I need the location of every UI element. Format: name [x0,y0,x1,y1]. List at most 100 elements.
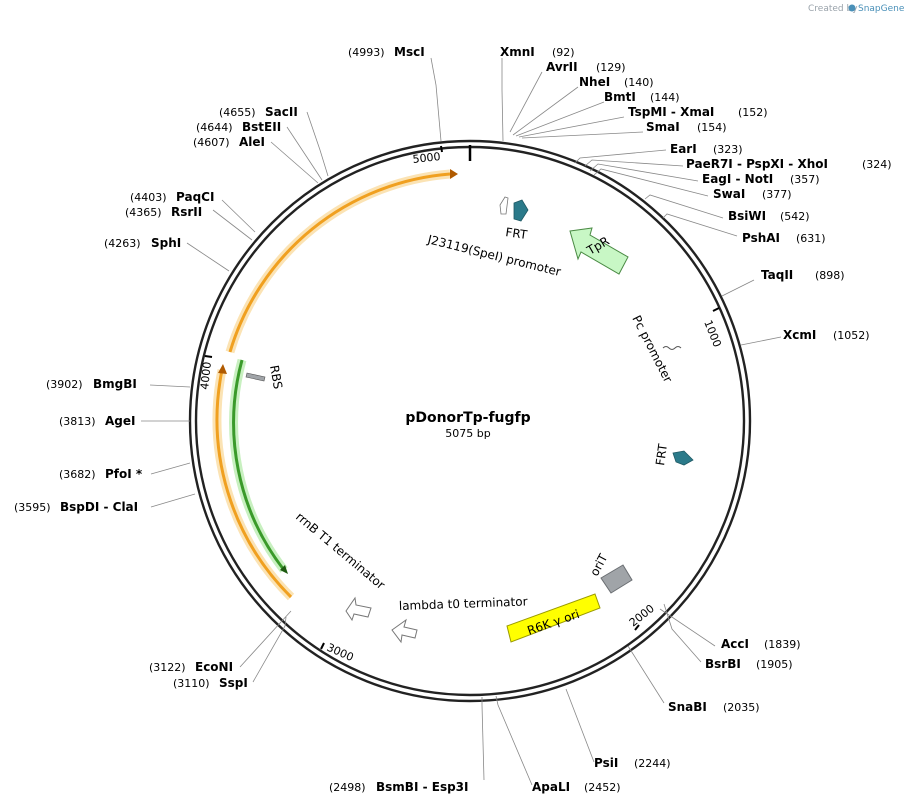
site-name-xmni: XmnI [500,45,535,59]
feature-label-frt-top: FRT [505,225,529,242]
site-name-smai: SmaI [646,120,680,134]
site-name-econi: EcoNI [195,660,233,674]
site-name-xcmi: XcmI [783,328,816,342]
site-pos-msci: (4993) [348,46,385,59]
green-arc-arrowhead [280,565,288,574]
site-pos-xmni: (92) [552,46,575,59]
plasmid-name: pDonorTp-fugfp [405,410,530,426]
feature-label-lambda: lambda t0 terminator [399,595,528,613]
site-pos-econi: (3122) [149,661,186,674]
lambda-terminator-arrow [391,618,418,644]
pc-promoter-arrow [662,346,682,350]
site-pos-bsteii: (4644) [196,121,233,134]
site-name-psii: PsiI [594,756,618,770]
site-name-msci: MscI [394,45,425,59]
orange-arc-left-arrowhead [218,364,227,374]
site-pos-taqii: (898) [815,269,845,282]
green-arc [232,359,286,571]
rbs-box [245,372,266,382]
site-pos-agei: (3813) [59,415,96,428]
site-name-taqii: TaqII [761,268,793,282]
orit-box [600,564,633,594]
site-name-bmgbi: BmgBI [93,377,137,391]
site-name-eari: EarI [670,142,697,156]
site-name-bsmbi: BsmBI - Esp3I [376,780,468,794]
site-pos-avrii: (129) [596,61,626,74]
site-name-acci: AccI [721,637,749,651]
rrnb-terminator-arrow [345,596,372,622]
site-name-paqci: PaqCI [176,190,214,204]
tick-mark-5000 [440,145,443,153]
credit-brand: SnapGene [858,4,905,14]
tick-marks [204,145,720,650]
site-name-snabi: SnaBI [668,700,707,714]
site-pos-sspi: (3110) [173,677,210,690]
site-pos-paer7i: (324) [862,158,892,171]
site-pos-pfoi: (3682) [59,468,96,481]
site-pos-pshai: (631) [796,232,826,245]
site-name-bspdi-clai: BspDI - ClaI [60,500,138,514]
feature-label-frt-right: FRT [653,442,670,466]
orange-arc-top-arrowhead [450,169,458,179]
j23119-promoter-arrow [499,196,509,215]
site-name-avrii: AvrII [546,60,578,74]
tick-label-5000: 5000 [412,150,441,166]
orange-arc-left [215,369,293,599]
site-name-alei: AleI [239,135,265,149]
feature-label-pc-promoter: Pc promoter [629,313,675,385]
site-pos-bmti: (144) [650,91,680,104]
site-name-apali: ApaLI [532,780,570,794]
site-pos-rsrii: (4365) [125,206,162,219]
site-pos-eagi-noti: (357) [790,173,820,186]
credit-prefix: Created by [808,4,858,14]
tick-label-4000: 4000 [198,361,214,390]
site-pos-bsmbi: (2498) [329,781,366,794]
site-pos-bspdi-clai: (3595) [14,501,51,514]
site-name-pfoi: PfoI * [105,467,143,481]
site-pos-psii: (2244) [634,757,671,770]
site-name-paer7i: PaeR7I - PspXI - XhoI [686,157,828,171]
green-arc-halo [229,358,288,573]
leader-lines [141,57,782,786]
frt-top-arrow [513,199,529,222]
orange-arc-top [228,172,451,353]
site-name-bsiwi: BsiWI [728,209,766,223]
site-name-sphi: SphI [151,236,181,250]
r6k-ori-box [506,593,601,643]
feature-label-rbs: RBS [267,364,285,390]
site-name-bmti: BmtI [604,90,636,104]
site-pos-paqci: (4403) [130,191,167,204]
site-pos-bmgbi: (3902) [46,378,83,391]
site-pos-snabi: (2035) [723,701,760,714]
tick-label-1000: 1000 [701,318,724,349]
site-name-sspi: SspI [219,676,248,690]
feature-label-j23119: J23119(SpeI) promoter [425,232,562,279]
plasmid-size: 5075 bp [445,427,490,440]
site-name-tspmi-xmai: TspMI - XmaI [628,105,714,119]
tpr-arrow [569,227,629,275]
site-pos-tspmi-xmai: (152) [738,106,768,119]
site-pos-bsrbi: (1905) [756,658,793,671]
site-name-bsteii: BstEII [242,120,281,134]
site-name-agei: AgeI [105,414,135,428]
site-name-pshai: PshAI [742,231,780,245]
feature-label-rrnb: rrnB T1 terminator [293,510,388,593]
tick-label-3000: 3000 [325,641,356,664]
site-name-bsrbi: BsrBI [705,657,741,671]
tick-mark-2000 [634,624,640,631]
snapgene-logo-icon [848,4,856,12]
site-pos-eari: (323) [713,143,743,156]
site-pos-sacii: (4655) [219,106,256,119]
site-pos-xcmi: (1052) [833,329,870,342]
site-pos-apali: (2452) [584,781,621,794]
site-pos-sphi: (4263) [104,237,141,250]
site-pos-bsiwi: (542) [780,210,810,223]
site-pos-smai: (154) [697,121,727,134]
site-name-rsrii: RsrII [171,205,202,219]
site-pos-swai: (377) [762,188,792,201]
site-name-sacii: SacII [265,105,298,119]
tick-mark-4000 [204,355,213,358]
orange-arc-top-halo [225,169,451,354]
site-pos-nhei: (140) [624,76,654,89]
